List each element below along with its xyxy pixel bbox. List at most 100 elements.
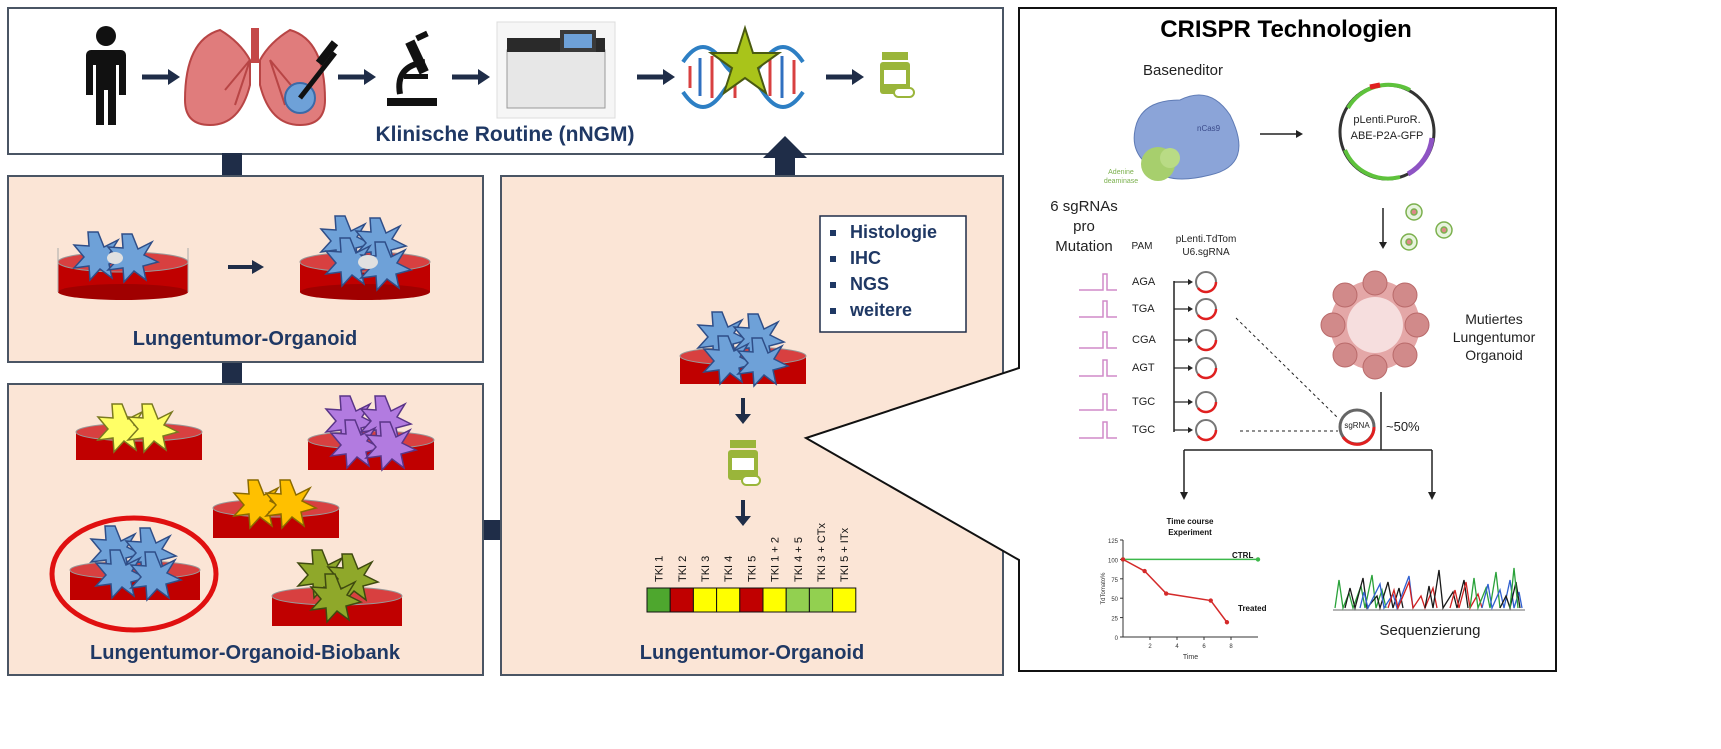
arrow-head-icon (852, 69, 864, 85)
deaminase-label: Adenine deaminase (1103, 169, 1139, 185)
drug-response-bar (646, 587, 857, 613)
y-tick-label: 25 (1111, 617, 1118, 623)
data-point-ctrl (1255, 557, 1261, 562)
vector-label-2: U6.sgRNA (1182, 247, 1230, 258)
sgrna-glyph (1079, 331, 1117, 349)
sgrna-glyph (1079, 359, 1117, 377)
mutated-label-2: Lungentumor (1452, 329, 1536, 345)
x-tick-label: 4 (1175, 644, 1179, 650)
patient-icon (86, 26, 126, 125)
vector-label-1: pLenti.TdTom (1175, 234, 1237, 245)
clinical-routine-title: Klinische Routine (nNGM) (375, 123, 635, 146)
pam-sequence: TGA (1132, 303, 1155, 315)
percent-label: ~50% (1386, 419, 1420, 434)
plasmid-label-2: ABE-P2A-GFP (1350, 130, 1424, 142)
sgrna-arrow-head (1188, 399, 1193, 405)
sgrna-glyph (1079, 393, 1117, 411)
drug-response-cell (716, 587, 741, 613)
drug-label: TKI 2 (677, 556, 689, 582)
drug-screen-title: Lungentumor-Organoid (639, 642, 865, 664)
selection-ring (49, 515, 219, 633)
analysis-list-box (819, 215, 967, 333)
drug-label: TKI 1 (654, 556, 666, 582)
pam-sequence: TGC (1132, 424, 1156, 436)
plasmid-icon (1338, 82, 1436, 181)
organoid-dish-test (679, 311, 807, 387)
dna-mutation-icon (681, 24, 805, 109)
organoid-dish-small (57, 231, 189, 300)
organoid-dish-purple (307, 395, 435, 471)
microscope-icon (387, 30, 437, 106)
mutated-organoid-icon (1320, 270, 1430, 380)
arrow-head-icon (478, 69, 490, 85)
arrow-head-icon (168, 69, 180, 85)
y-tick-label: 125 (1108, 539, 1119, 545)
sgrna-vector-arc (1197, 281, 1218, 294)
series-label-ctrl: CTRL (1232, 551, 1253, 560)
organoid-dish-orange (212, 479, 340, 538)
sgrna-heading-3: Mutation (1055, 238, 1113, 255)
sgrna-arrow-head (1188, 279, 1193, 285)
plasmid-label-1: pLenti.PuroR. (1353, 114, 1421, 126)
data-point-treated (1164, 591, 1169, 596)
x-tick-label: 2 (1148, 644, 1152, 650)
drug-label: TKI 4 (723, 556, 735, 582)
arrow-head-icon (1428, 492, 1436, 500)
sequencing-label: Sequenzierung (1379, 622, 1481, 639)
drug-response-cell (785, 587, 810, 613)
biobank-title: Lungentumor-Organoid-Biobank (90, 642, 400, 664)
mutated-label-3: Organoid (1465, 347, 1523, 363)
arrow-icon (735, 398, 751, 424)
sgrna-vector-arc (1197, 401, 1218, 414)
drug-response-cell (692, 587, 718, 613)
organoid-dish-large (299, 215, 431, 300)
chart-title-line-1: Time course (1167, 517, 1215, 526)
x-axis-label: Time (1183, 654, 1198, 661)
drug-response-cell (808, 587, 834, 613)
organoid-dish-yellow (75, 403, 203, 460)
sgrna-glyph (1079, 273, 1117, 291)
drug-response-cell (739, 587, 764, 613)
arrow-head-icon (364, 69, 376, 85)
medication-icon (880, 52, 915, 98)
organoid-title: Lungentumor-Organoid (132, 328, 358, 350)
base-editor-label: Baseneditor (1142, 62, 1224, 79)
pam-sequence: CGA (1132, 334, 1156, 346)
sgrna-arrow-head (1188, 427, 1193, 433)
organoid-dish-blue-selected (69, 525, 201, 601)
sgrna-arrow-head (1188, 306, 1193, 312)
drug-label: TKI 3 + CTx (816, 523, 828, 582)
drug-label: TKI 4 + 5 (793, 537, 805, 582)
medication-icon (728, 440, 761, 486)
sequencer-icon (496, 21, 616, 119)
arrow-head-icon (663, 69, 675, 85)
drug-response-cell (762, 587, 787, 613)
sgrna-circle-label: sgRNA (1344, 421, 1370, 430)
arrow-icon (1260, 130, 1303, 138)
mutated-label-1: Mutiertes (1465, 311, 1523, 327)
pam-label: PAM (1131, 241, 1153, 252)
drug-label: TKI 5 (746, 556, 758, 582)
sgrna-list (1079, 271, 1218, 442)
sgrna-heading-2: pro (1073, 218, 1095, 235)
sgrna-vector-arc (1197, 308, 1218, 321)
y-tick-label: 0 (1115, 636, 1119, 642)
data-point-treated (1142, 568, 1147, 574)
sgrna-vector-icon (1338, 408, 1376, 446)
selection-lines (1173, 281, 1433, 492)
pam-sequence: AGT (1132, 362, 1155, 374)
y-axis-label: TdTomato% (1101, 572, 1107, 605)
arrow-head-icon (1180, 492, 1188, 500)
base-editor-icon (1133, 94, 1240, 181)
series-label-treated: Treated (1238, 604, 1267, 613)
drug-response-cell (646, 587, 671, 613)
sgrna-glyph (1079, 421, 1117, 439)
analysis-list: Histologie IHC NGS weitere (830, 222, 937, 326)
lentivirus-icon (1400, 203, 1453, 251)
drug-response-cell (669, 587, 694, 613)
chromatogram-icon (1333, 567, 1525, 611)
arrow-head-icon (252, 260, 264, 274)
sgrna-heading-1: 6 sgRNAs (1050, 198, 1118, 215)
